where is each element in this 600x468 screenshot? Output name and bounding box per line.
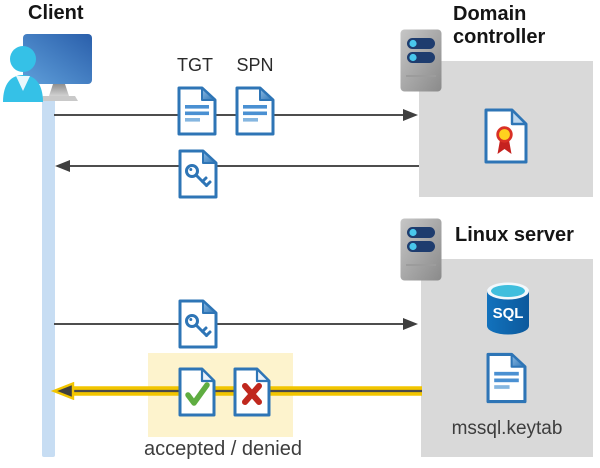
sql-database-icon: SQL (482, 281, 534, 337)
certificate-seal-icon (496, 126, 513, 154)
spn-document-icon (235, 86, 275, 136)
client-title: Client (28, 2, 84, 24)
arrow-client-to-linux (54, 316, 418, 332)
monitor-icon (23, 34, 92, 84)
arrow-dc-to-client (55, 158, 419, 174)
person-icon (3, 46, 43, 102)
key-document-icon-dc (178, 149, 218, 199)
tgt-document-icon (177, 86, 217, 136)
client-icon (2, 28, 98, 102)
key-glyph (185, 314, 212, 337)
x-icon (242, 383, 262, 405)
check-icon (185, 382, 210, 406)
sql-label: SQL (493, 305, 524, 322)
keytab-document-icon (486, 352, 527, 404)
tgt-label: TGT (177, 55, 213, 75)
key-glyph (185, 164, 212, 187)
key-document-icon-linux (178, 299, 218, 349)
denied-document-icon (233, 367, 271, 417)
result-caption: accepted / denied (144, 438, 302, 460)
monitor-stand (49, 84, 69, 96)
client-timeline (42, 96, 55, 457)
domain-controller-server-icon (400, 29, 442, 92)
accepted-document-icon (178, 367, 216, 417)
domain-controller-title: Domain controller (453, 3, 546, 48)
keytab-label: mssql.keytab (451, 418, 563, 439)
linux-server-icon (400, 218, 442, 281)
certificate-document-icon (484, 108, 528, 164)
linux-server-title: Linux server (455, 224, 574, 246)
arrow-client-to-dc (54, 107, 418, 123)
spn-label: SPN (236, 55, 274, 75)
